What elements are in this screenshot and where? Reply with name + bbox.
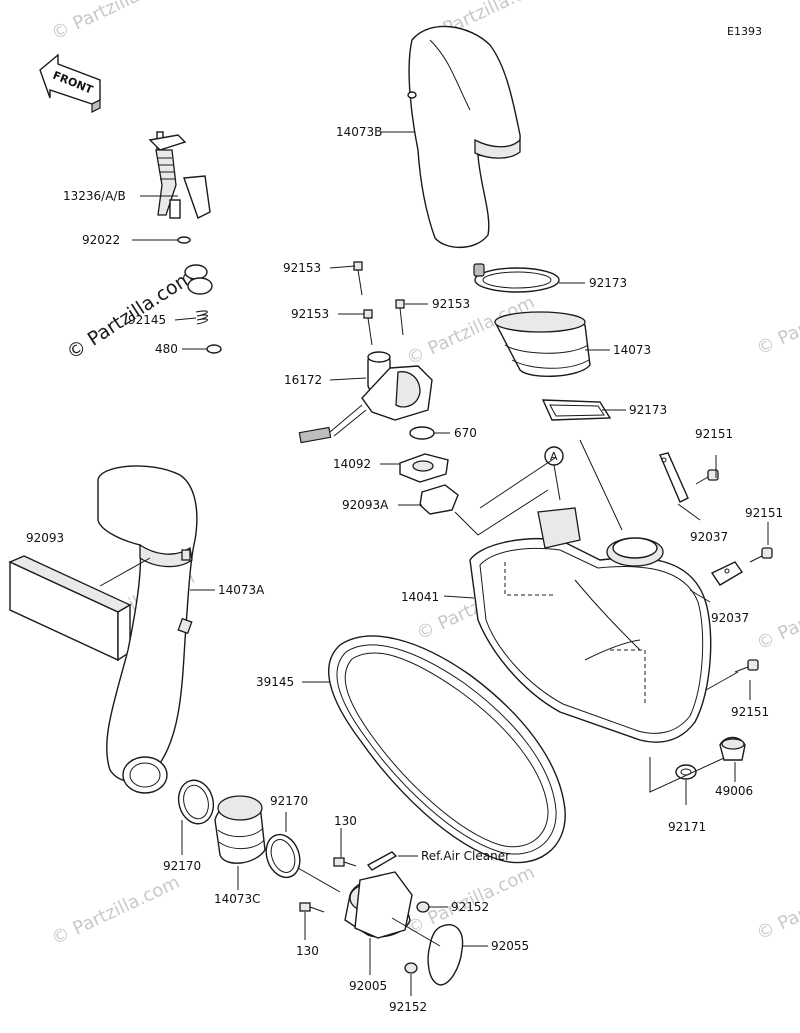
- bolt-92153-b: [363, 309, 373, 346]
- part-label: 480: [155, 342, 178, 356]
- duct-coupler-14073: [494, 311, 591, 378]
- leader: [649, 757, 725, 793]
- part-label: 92037: [690, 530, 728, 544]
- bolt-92151-upper: [695, 469, 719, 485]
- part-label: 92151: [695, 427, 733, 441]
- nut-92152-upper: [416, 901, 430, 913]
- lever-assembly-13236: [148, 131, 211, 219]
- pin-ref-air-cleaner: [366, 851, 398, 871]
- filter-92093: [8, 555, 132, 662]
- watermark-faint: © Partzilla.com: [48, 872, 183, 950]
- part-label: 92173: [589, 276, 627, 290]
- part-label: 14073A: [218, 583, 265, 597]
- drive-belt-39145: [328, 635, 566, 864]
- part-label: 14092: [333, 457, 371, 471]
- bolt-130-upper: [333, 857, 357, 867]
- callout-a-label: A: [550, 450, 558, 463]
- nut-92152-lower: [404, 962, 418, 974]
- part-label: 92022: [82, 233, 120, 247]
- part-label: 92055: [491, 939, 529, 953]
- coupler-14073c: [214, 795, 266, 864]
- circlip-480: [206, 344, 222, 354]
- clamp-92173-lower: [541, 399, 612, 421]
- intake-duct-14073b: [407, 25, 521, 248]
- part-label: 130: [296, 944, 319, 958]
- bolt-92153-c: [395, 299, 405, 336]
- watermark-faint: © Partzilla.com: [753, 577, 800, 655]
- watermark-faint: © Partzilla.com: [753, 867, 800, 945]
- clamp-92173-upper: [473, 263, 560, 293]
- actuator-16172: [298, 351, 433, 444]
- part-label: 14041: [401, 590, 439, 604]
- bolt-92151-mid: [749, 547, 773, 563]
- watermark-faint: © Partzilla.com: [48, 0, 183, 45]
- part-label: 92170: [163, 859, 201, 873]
- cap-14092: [399, 453, 449, 483]
- bracket-92037-upper: [659, 452, 689, 503]
- part-label: 39145: [256, 675, 294, 689]
- part-label: 92152: [451, 900, 489, 914]
- part-label: 16172: [284, 373, 322, 387]
- spring-92145: [195, 310, 208, 325]
- gasket-92093a: [419, 484, 459, 515]
- bolt-92153-a: [353, 261, 363, 296]
- part-label: 92171: [668, 820, 706, 834]
- ref-note: Ref.Air Cleaner: [421, 849, 510, 863]
- part-label: 92170: [270, 794, 308, 808]
- part-label: 130: [334, 814, 357, 828]
- part-label: 92153: [291, 307, 329, 321]
- washer-92022: [177, 236, 191, 244]
- part-label: 92151: [745, 506, 783, 520]
- part-labels: 14073B 13236/A/B 92022 92145 480 92153 9…: [26, 125, 783, 1014]
- part-label: 49006: [715, 784, 753, 798]
- gasket-92055: [427, 924, 464, 986]
- intake-duct-14073a: [97, 465, 198, 794]
- part-label: 670: [454, 426, 477, 440]
- bushing: [184, 264, 213, 295]
- clip-92171: [675, 764, 697, 780]
- part-label: 92173: [629, 403, 667, 417]
- part-label: 13236/A/B: [63, 189, 126, 203]
- watermark-faint: © Partzilla.com: [753, 282, 800, 360]
- cvt-cover-14041: [469, 507, 712, 743]
- part-label: 92145: [128, 313, 166, 327]
- part-label: 92153: [432, 297, 470, 311]
- part-label: 92153: [283, 261, 321, 275]
- bolt-130-lower: [299, 902, 325, 913]
- leader-lines: [99, 131, 769, 996]
- adapter-92005: [344, 871, 413, 939]
- bracket-92037-lower: [710, 561, 744, 586]
- diagram-code: E1393: [727, 25, 762, 38]
- part-label: 92151: [731, 705, 769, 719]
- callout-a: A: [454, 446, 564, 536]
- part-label: 92005: [349, 979, 387, 993]
- o-ring-670: [409, 426, 435, 440]
- bolt-92151-lower: [734, 659, 759, 673]
- part-label: 14073C: [214, 892, 261, 906]
- part-label: 92093A: [342, 498, 389, 512]
- front-arrow-icon: FRONT: [39, 53, 101, 113]
- part-label: 92093: [26, 531, 64, 545]
- part-label: 92152: [389, 1000, 427, 1014]
- part-label: 92037: [711, 611, 749, 625]
- damper-49006: [719, 736, 746, 761]
- clamp-92170-right: [265, 833, 301, 879]
- part-label: 14073: [613, 343, 651, 357]
- clamp-92170-left: [177, 779, 215, 825]
- part-label: 14073B: [336, 125, 382, 139]
